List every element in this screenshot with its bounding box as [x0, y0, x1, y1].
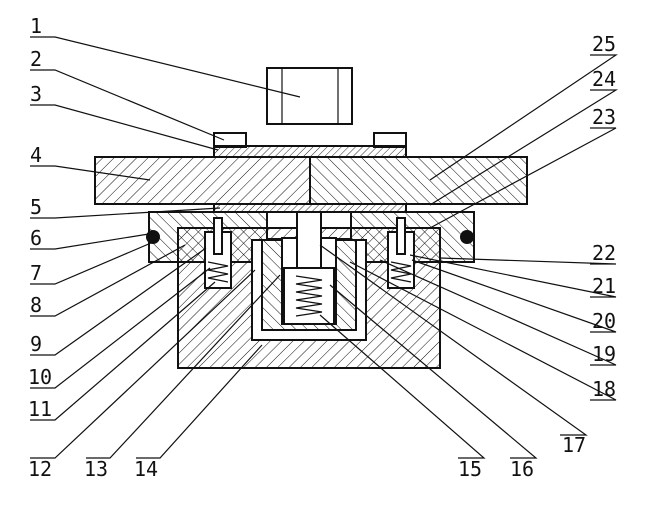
label-22: 22	[592, 241, 616, 265]
label-6: 6	[30, 226, 42, 250]
stop-blocks	[214, 133, 406, 147]
label-11: 11	[28, 397, 52, 421]
lower-strip	[214, 204, 406, 212]
label-19: 19	[592, 342, 616, 366]
label-12: 12	[28, 457, 52, 481]
label-14: 14	[134, 457, 158, 481]
label-18: 18	[592, 377, 616, 401]
label-7: 7	[30, 261, 42, 285]
label-21: 21	[592, 274, 616, 298]
label-15: 15	[458, 457, 482, 481]
label-24: 24	[592, 67, 616, 91]
label-3: 3	[30, 82, 42, 106]
punch	[267, 68, 352, 124]
label-17: 17	[562, 433, 586, 457]
label-2: 2	[30, 47, 42, 71]
label-1: 1	[30, 14, 42, 38]
workpiece-strip	[214, 146, 406, 157]
label-5: 5	[30, 195, 42, 219]
label-20: 20	[592, 309, 616, 333]
upper-plate	[95, 157, 527, 204]
label-16: 16	[510, 457, 534, 481]
labels-left: 1 2 3 4 5 6 7 8 9 10 11 12 13 14	[28, 14, 158, 481]
label-13: 13	[84, 457, 108, 481]
label-25: 25	[592, 32, 616, 56]
label-9: 9	[30, 332, 42, 356]
label-8: 8	[30, 293, 42, 317]
labels-right: 25 24 23 22 21 20 19 18 17 16 15	[458, 32, 616, 481]
seal-ring-right	[460, 230, 474, 244]
label-23: 23	[592, 105, 616, 129]
label-4: 4	[30, 143, 42, 167]
label-10: 10	[28, 365, 52, 389]
